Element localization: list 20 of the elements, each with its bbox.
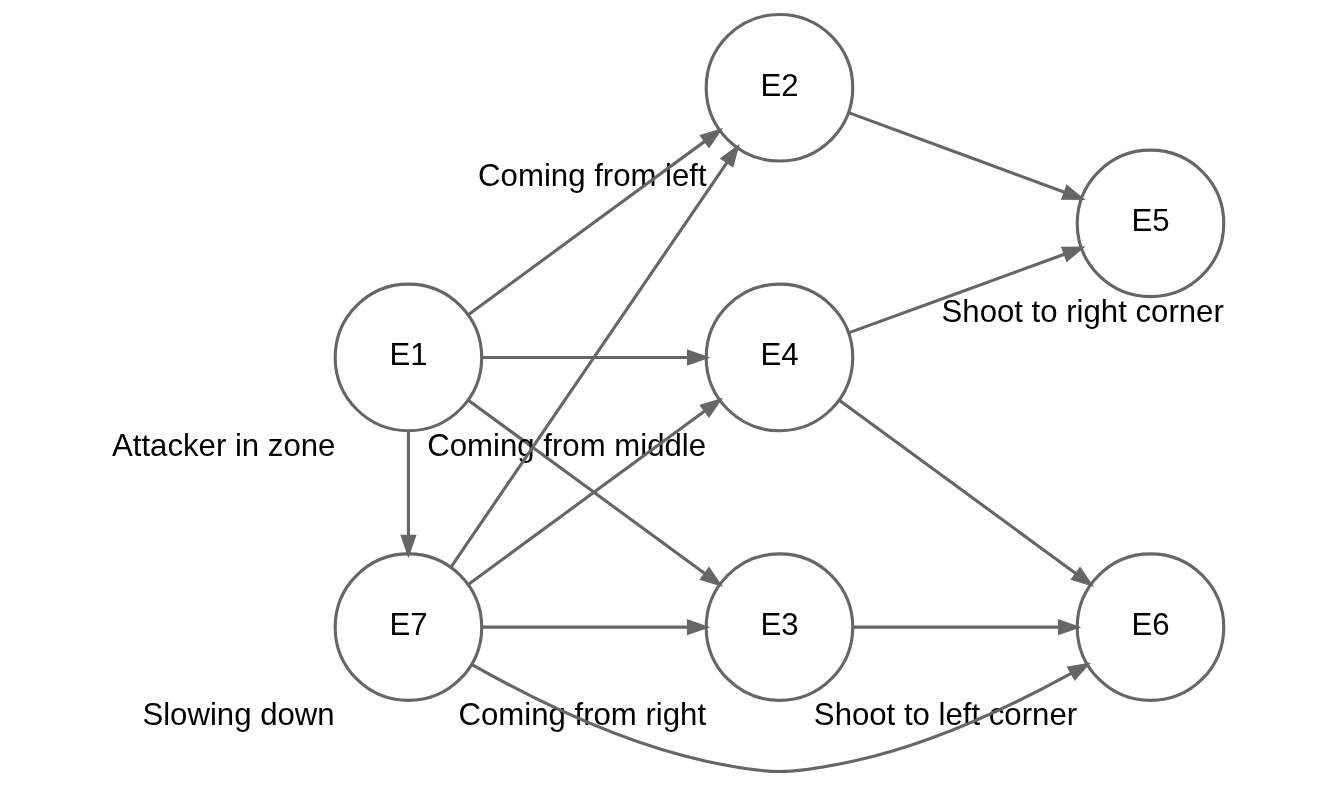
node-circle: E7 <box>333 552 483 702</box>
node-circle: E4 <box>704 282 854 433</box>
arrow <box>837 398 1094 587</box>
node-circle: E5 <box>1075 148 1225 299</box>
node-label: Coming from left <box>477 157 707 193</box>
arrow <box>466 127 723 316</box>
node-circle: E6 <box>1075 552 1225 702</box>
arrow <box>449 143 740 568</box>
arrow <box>847 111 1086 201</box>
node-circle: E2 <box>704 12 854 163</box>
arrow <box>481 349 710 366</box>
node-circle: E3 <box>704 552 854 702</box>
arrow <box>399 430 417 559</box>
node-label: Attacker in zone <box>111 427 335 463</box>
arrow <box>847 246 1086 335</box>
node-label: Slowing down <box>141 697 335 733</box>
arrow <box>852 618 1081 636</box>
arrow <box>470 662 1091 774</box>
arrow <box>481 618 710 636</box>
node-circle: E1 <box>333 282 483 433</box>
